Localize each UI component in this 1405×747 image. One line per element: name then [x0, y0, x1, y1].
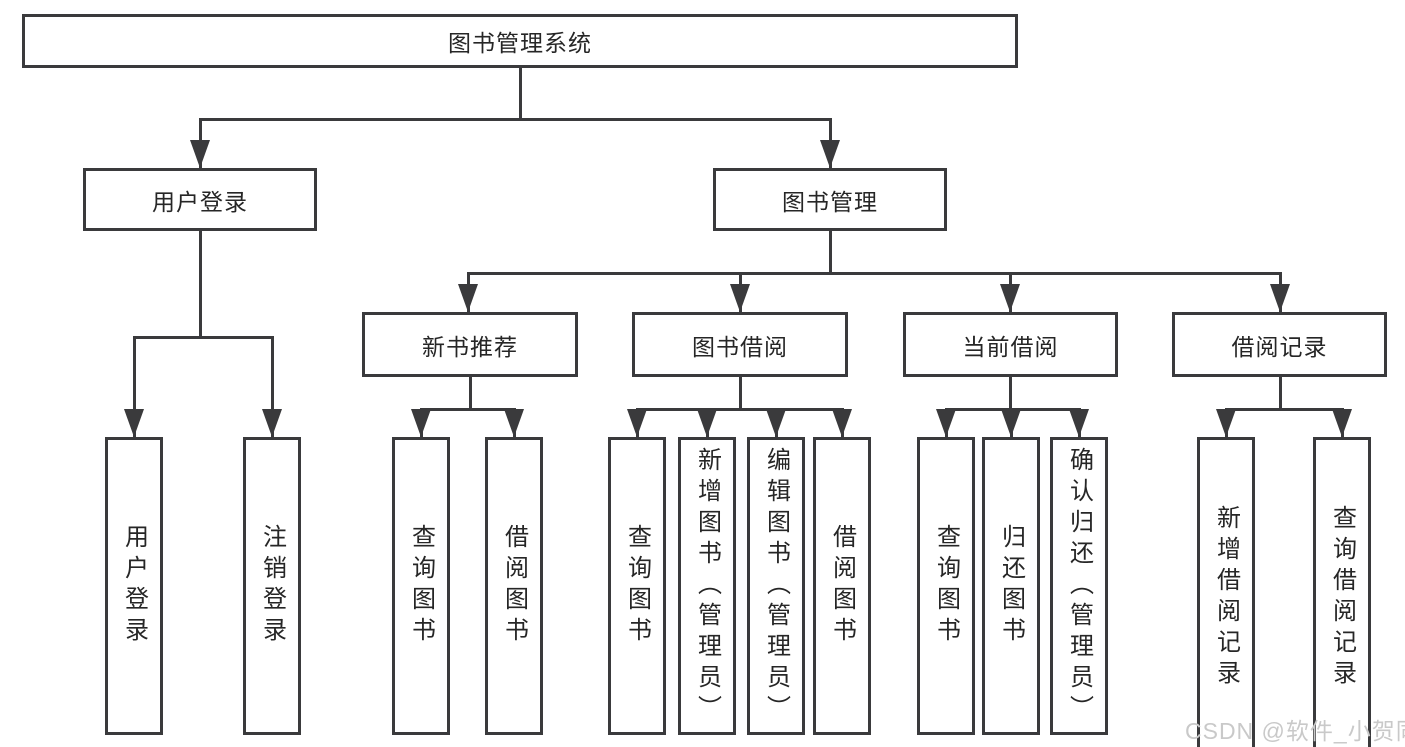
- arrow-to-leaf-logout: [262, 409, 282, 437]
- arrow-to-borrow-record: [1270, 284, 1290, 312]
- arrow-to-cur-return: [1001, 409, 1021, 437]
- connector-new-book-rec-bar: [420, 408, 516, 411]
- watermark: CSDN @软件_小贺同学: [1185, 718, 1405, 744]
- connector-book-borrow-stem: [739, 377, 742, 408]
- arrow-to-rec-borrow: [504, 409, 524, 437]
- connector-user-login-stem: [199, 231, 202, 336]
- connector-new-book-rec-stem: [469, 377, 472, 408]
- connector-root-stem: [519, 68, 522, 118]
- node-leaf-rec-query: 查询图书: [392, 437, 450, 735]
- node-leaf-cur-confirm: 确认归还（管理员）: [1050, 437, 1108, 735]
- arrow-to-bor-edit: [766, 409, 786, 437]
- node-leaf-bor-add: 新增图书（管理员）: [678, 437, 736, 735]
- connector-root-bar: [199, 118, 832, 121]
- node-leaf-bor-query: 查询图书: [608, 437, 666, 735]
- connector-book-mgmt-bar: [467, 272, 1282, 275]
- node-leaf-user-login: 用户登录: [105, 437, 163, 735]
- node-user-login: 用户登录: [83, 168, 317, 231]
- node-leaf-bor-borrow: 借阅图书: [813, 437, 871, 735]
- arrow-to-cur-query: [936, 409, 956, 437]
- node-book-mgmt: 图书管理: [713, 168, 947, 231]
- node-root: 图书管理系统: [22, 14, 1018, 68]
- arrow-to-new-book-rec: [458, 284, 478, 312]
- node-borrow-record: 借阅记录: [1172, 312, 1387, 377]
- node-current-borrow: 当前借阅: [903, 312, 1118, 377]
- connector-borrow-record-stem: [1279, 377, 1282, 408]
- node-leaf-cur-return: 归还图书: [982, 437, 1040, 735]
- arrow-to-hist-add: [1216, 409, 1236, 437]
- node-leaf-cur-query: 查询图书: [917, 437, 975, 735]
- node-leaf-logout: 注销登录: [243, 437, 301, 735]
- arrow-to-hist-query: [1332, 409, 1352, 437]
- node-leaf-hist-add: 新增借阅记录: [1197, 437, 1255, 747]
- arrow-to-user-login: [190, 140, 210, 168]
- connector-book-mgmt-stem: [829, 231, 832, 272]
- arrow-to-book-borrow: [730, 284, 750, 312]
- connector-book-borrow-bar: [636, 408, 844, 411]
- connector-borrow-record-bar: [1225, 408, 1344, 411]
- connector-user-login-bar: [133, 336, 274, 339]
- arrow-to-cur-confirm: [1069, 409, 1089, 437]
- arrow-to-leaf-user-login: [124, 409, 144, 437]
- arrow-to-bor-borrow: [832, 409, 852, 437]
- arrow-to-current-borrow: [1000, 284, 1020, 312]
- connector-drop-leaf-user-login: [133, 336, 136, 437]
- node-leaf-bor-edit: 编辑图书（管理员）: [747, 437, 805, 735]
- arrow-to-rec-query: [411, 409, 431, 437]
- node-new-book-rec: 新书推荐: [362, 312, 578, 377]
- node-leaf-rec-borrow: 借阅图书: [485, 437, 543, 735]
- connector-drop-leaf-logout: [271, 336, 274, 437]
- arrow-to-book-mgmt: [820, 140, 840, 168]
- node-leaf-hist-query: 查询借阅记录: [1313, 437, 1371, 747]
- connector-current-borrow-stem: [1009, 377, 1012, 408]
- arrow-to-bor-add: [697, 409, 717, 437]
- arrow-to-bor-query: [627, 409, 647, 437]
- node-book-borrow: 图书借阅: [632, 312, 848, 377]
